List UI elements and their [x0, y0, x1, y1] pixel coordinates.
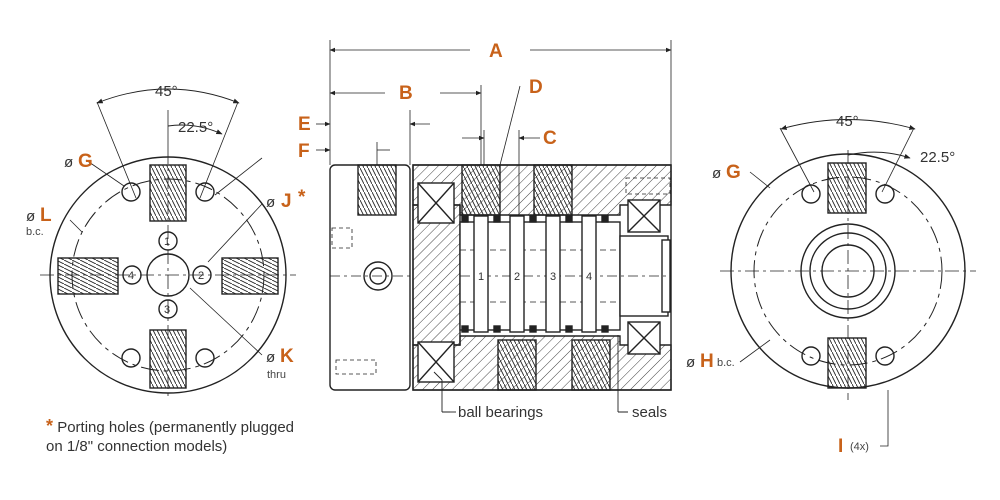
left-diameter-symbol-l: ø [26, 208, 35, 225]
count-4x-label: (4x) [850, 441, 869, 453]
housing-port-top-2 [533, 164, 573, 216]
side-section-view [316, 40, 672, 413]
right-port-bottom [827, 337, 867, 389]
left-port-top [149, 164, 187, 222]
section-port-number-2: 2 [514, 271, 520, 283]
left-port-right [221, 257, 279, 295]
left-dim-g-label: G [78, 151, 93, 172]
housing-port-bottom-1 [497, 339, 537, 391]
left-bolt-hole-br [195, 348, 215, 368]
section-port-number-4: 4 [586, 271, 592, 283]
footnote-line-2: on 1/8" connection models) [46, 438, 228, 455]
right-end-view [720, 119, 976, 447]
left-bolt-hole-tr [195, 182, 215, 202]
thru-label: thru [267, 369, 286, 381]
dim-h-label: H [700, 351, 714, 372]
dim-l-label: L [40, 205, 52, 226]
dim-f-label: F [298, 141, 310, 162]
housing-port-bottom-2 [571, 339, 611, 391]
housing-port-top-1 [461, 164, 501, 216]
left-porting-hole-4 [122, 265, 142, 285]
footnote-line-1: Porting holes (permanently plugged [57, 419, 295, 436]
seals-label: seals [632, 404, 667, 421]
left-end-view [40, 88, 296, 400]
footnote-asterisk: * [46, 416, 54, 436]
dim-j-label: J [281, 191, 292, 212]
dim-c-label: C [543, 128, 557, 149]
dim-j-asterisk: * [298, 187, 306, 208]
right-bolt-hole-br [875, 346, 895, 366]
seal-rings [473, 215, 597, 333]
left-porting-hole-2 [192, 265, 212, 285]
left-bolt-hole-bl [121, 348, 141, 368]
left-port-bottom [149, 329, 187, 389]
seal-dots [461, 215, 609, 333]
left-port-left [57, 257, 119, 295]
left-diameter-symbol-k: ø [266, 349, 275, 366]
ball-bearings-label: ball bearings [458, 404, 543, 421]
left-port-number-2: 2 [198, 270, 204, 282]
left-bolt-hole-tl [121, 182, 141, 202]
right-diameter-symbol-h: ø [686, 354, 695, 371]
left-bc-label: b.c. [26, 226, 44, 238]
dim-e-label: E [298, 114, 311, 135]
right-bolt-hole-tr [875, 184, 895, 204]
section-port-number-3: 3 [550, 271, 556, 283]
ball-bearing-right [627, 199, 661, 355]
dim-b-label: B [399, 83, 413, 104]
right-diameter-symbol-g: ø [712, 165, 721, 182]
left-porting-hole-1 [158, 231, 178, 251]
left-diameter-symbol-g: ø [64, 154, 73, 171]
dim-d-label: D [529, 77, 543, 98]
right-angle-22-5-label: 22.5° [920, 149, 955, 166]
dim-i-label: I [838, 436, 843, 457]
right-bc-label: b.c. [717, 357, 735, 369]
right-angle-45-label: 45° [836, 113, 859, 130]
dim-k-label: K [280, 346, 294, 367]
left-cap-thread [357, 164, 397, 216]
left-port-number-3: 3 [164, 304, 170, 316]
left-port-number-4: 4 [128, 270, 134, 282]
left-port-number-1: 1 [164, 236, 170, 248]
dim-a-label: A [489, 41, 503, 62]
section-port-number-1: 1 [478, 271, 484, 283]
right-port-top [827, 162, 867, 214]
right-bolt-hole-tl [801, 184, 821, 204]
left-angle-45-label: 45° [155, 83, 178, 100]
right-bolt-hole-bl [801, 346, 821, 366]
left-porting-hole-3 [158, 299, 178, 319]
porting-footnote: * Porting holes (permanently plugged on … [46, 417, 346, 456]
left-diameter-symbol-j: ø [266, 194, 275, 211]
left-cap-port [363, 261, 393, 291]
left-angle-22-5-label: 22.5° [178, 119, 213, 136]
right-dim-g-label: G [726, 162, 741, 183]
ball-bearing-left [417, 182, 455, 383]
